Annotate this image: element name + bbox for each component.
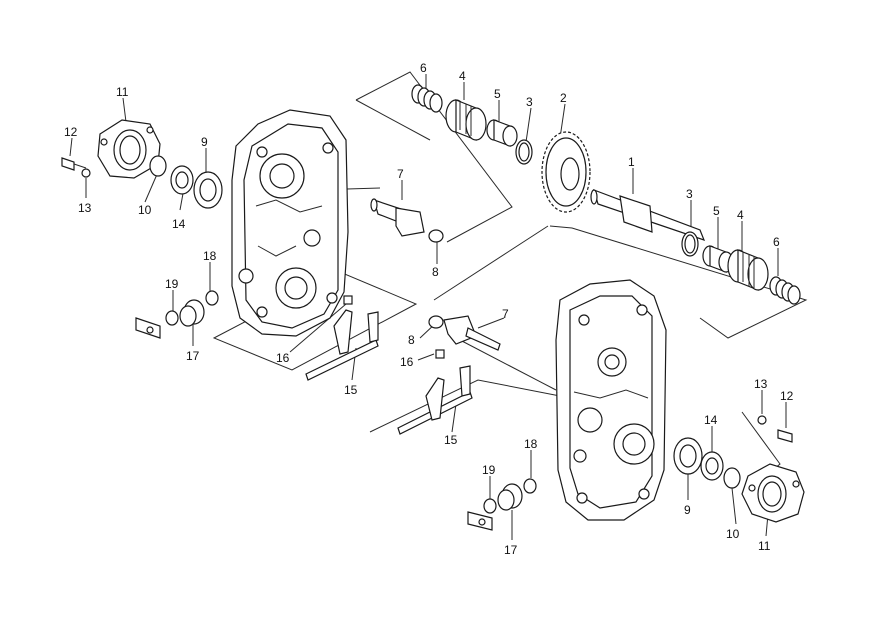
callout-5: 5 xyxy=(494,87,501,101)
callout-7: 7 xyxy=(397,167,404,181)
sleeve-gear xyxy=(445,99,487,141)
bushing-b xyxy=(702,245,734,273)
spring-b xyxy=(769,276,801,305)
callout-13b: 13 xyxy=(754,377,768,391)
callout-labels: 6 4 5 3 2 1 3 5 4 6 7 8 11 12 13 9 10 14… xyxy=(64,61,794,557)
callout-2: 2 xyxy=(560,91,567,105)
snap-ring xyxy=(515,139,533,165)
fork-shaft xyxy=(370,198,425,237)
bolt xyxy=(61,157,87,171)
callout-4b: 4 xyxy=(737,208,744,222)
callout-6b: 6 xyxy=(773,235,780,249)
holder-19b xyxy=(483,498,497,514)
callout-14b: 14 xyxy=(704,413,718,427)
shift-rod-15b xyxy=(397,365,473,435)
plug xyxy=(428,229,444,243)
callout-5b: 5 xyxy=(713,204,720,218)
bushing xyxy=(486,119,518,147)
bearing-small-b xyxy=(700,451,724,481)
callout-6: 6 xyxy=(420,61,427,75)
ring-18 xyxy=(205,290,219,306)
callout-11: 11 xyxy=(116,85,129,99)
ring-18b xyxy=(523,478,537,494)
snap-ring-b xyxy=(681,231,699,257)
fork-shaft-7 xyxy=(443,315,501,351)
spring xyxy=(411,84,443,113)
large-gear xyxy=(541,131,591,213)
clip-16 xyxy=(343,295,353,305)
callout-8: 8 xyxy=(432,265,439,279)
upper-left-parts xyxy=(61,119,379,381)
callout-15: 15 xyxy=(344,383,358,397)
main-shaft xyxy=(590,189,706,241)
lever-b xyxy=(467,511,493,531)
callout-12b: 12 xyxy=(780,389,794,403)
callout-3b: 3 xyxy=(686,187,693,201)
callout-17b: 17 xyxy=(504,543,518,557)
callout-16b: 16 xyxy=(400,355,414,369)
cover-b xyxy=(741,463,805,523)
callout-3: 3 xyxy=(526,95,533,109)
oil-seal-b xyxy=(723,467,741,489)
holder-17 xyxy=(179,299,205,327)
callout-9b: 9 xyxy=(684,503,691,517)
callout-19b: 19 xyxy=(482,463,496,477)
callout-8b: 8 xyxy=(408,333,415,347)
callout-1: 1 xyxy=(628,155,635,169)
shift-rod-15 xyxy=(305,309,379,381)
bearing-large-b xyxy=(673,437,703,475)
upper-transmission-case xyxy=(231,109,349,337)
callout-4: 4 xyxy=(459,69,466,83)
bolt-b xyxy=(777,429,793,443)
washer-b xyxy=(757,415,767,425)
oil-seal xyxy=(149,155,167,177)
lower-mid-parts xyxy=(397,315,501,435)
bearing-small xyxy=(170,165,194,195)
callout-9: 9 xyxy=(201,135,208,149)
callout-13: 13 xyxy=(78,201,92,215)
callout-12: 12 xyxy=(64,125,78,139)
callout-17: 17 xyxy=(186,349,200,363)
callout-16: 16 xyxy=(276,351,290,365)
callout-7b: 7 xyxy=(502,307,509,321)
bearing-large xyxy=(193,171,223,209)
callout-10b: 10 xyxy=(726,527,740,541)
upper-gear-train xyxy=(370,84,801,305)
holder-19 xyxy=(165,310,179,326)
lever xyxy=(135,317,161,339)
lower-right-parts xyxy=(467,415,805,531)
washer xyxy=(81,168,91,178)
callout-15b: 15 xyxy=(444,433,458,447)
callout-18b: 18 xyxy=(524,437,538,451)
callout-14: 14 xyxy=(172,217,186,231)
lower-transmission-case xyxy=(555,279,667,521)
plug-8 xyxy=(428,315,444,329)
clip-16b xyxy=(435,349,445,359)
callout-10: 10 xyxy=(138,203,152,217)
callout-19: 19 xyxy=(165,277,179,291)
holder-17b xyxy=(497,483,523,511)
sleeve-gear-b xyxy=(727,249,769,291)
callout-18: 18 xyxy=(203,249,217,263)
callout-11b: 11 xyxy=(758,539,771,553)
